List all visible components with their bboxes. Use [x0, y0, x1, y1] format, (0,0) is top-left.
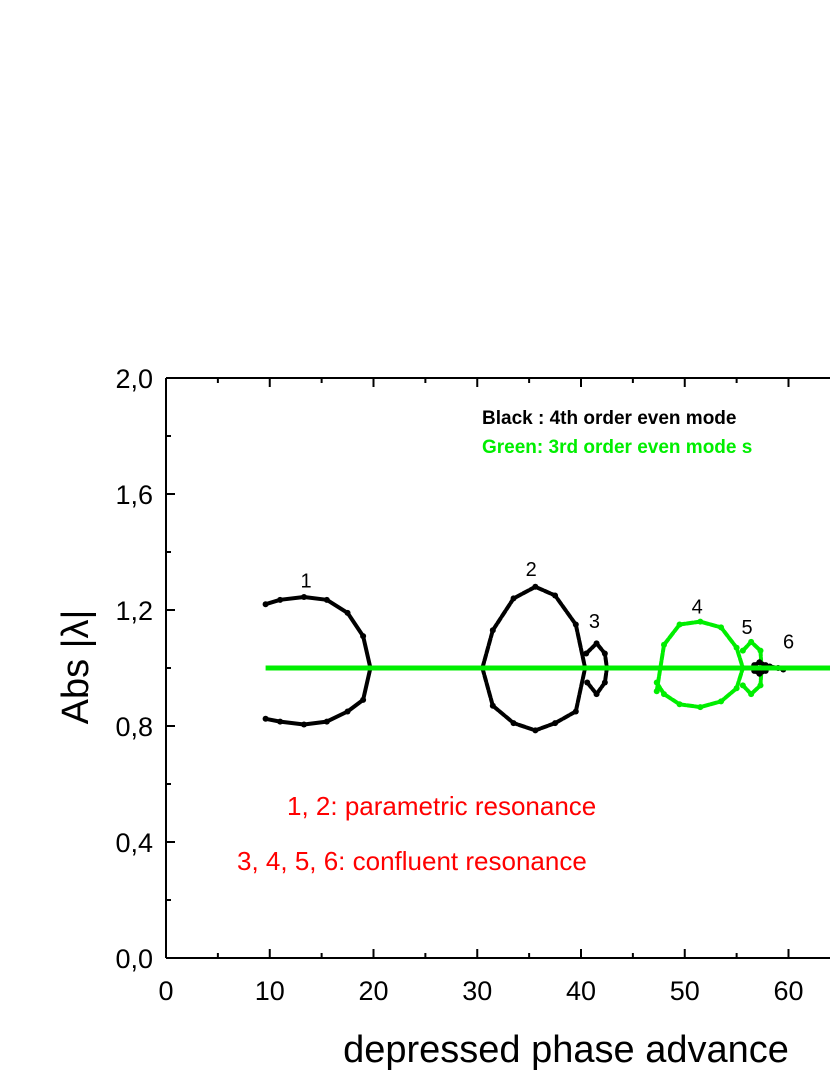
- annotation-confluent: 3, 4, 5, 6: confluent resonance: [237, 846, 587, 876]
- series-point: [552, 592, 559, 599]
- series-point: [572, 708, 579, 715]
- series-point: [748, 691, 755, 698]
- series-point: [756, 659, 763, 666]
- series-point: [718, 698, 725, 705]
- series-point: [572, 621, 579, 628]
- x-tick-label: 60: [773, 976, 803, 1006]
- legend-entry-black: Black : 4th order even mode: [482, 408, 736, 429]
- y-tick-label: 1,2: [115, 596, 153, 626]
- series-point: [601, 650, 608, 657]
- series-point: [583, 650, 590, 657]
- series-point: [593, 640, 600, 647]
- y-tick-label: 0,4: [115, 828, 153, 858]
- x-tick-label: 0: [158, 976, 173, 1006]
- series-point: [510, 595, 517, 602]
- series-point: [661, 641, 667, 648]
- y-tick-label: 1,6: [115, 480, 153, 510]
- tick-labels: 0 10 20 30 40 50 60 0,0 0,4 0,8 1,2 1,6 2,0: [115, 364, 803, 1006]
- series-point: [277, 718, 284, 725]
- series-point: [748, 638, 755, 645]
- series-point: [697, 704, 704, 711]
- series-point: [300, 593, 307, 600]
- resonance-label: 2: [526, 559, 537, 581]
- series-point: [718, 624, 725, 631]
- y-axis-title: Abs |λ|: [55, 610, 97, 725]
- series-point: [360, 633, 367, 640]
- series-point: [344, 609, 351, 616]
- resonance-labels: 1 2 3 4 5 6: [301, 559, 795, 654]
- x-axis-title: depressed phase advance: [343, 1029, 789, 1071]
- series-point: [739, 682, 746, 689]
- series-point: [300, 721, 307, 728]
- series-point: [489, 627, 496, 634]
- legend-entry-green: Green: 3rd order even mode s: [482, 437, 752, 458]
- series-point: [653, 679, 660, 686]
- series-point: [323, 596, 330, 603]
- series-point: [756, 670, 763, 677]
- resonance-label: 6: [783, 631, 794, 653]
- annotation-parametric: 1, 2: parametric resonance: [287, 791, 596, 821]
- resonance-label: 3: [589, 611, 600, 633]
- resonance-label: 1: [301, 571, 312, 593]
- series-point: [510, 720, 517, 727]
- series-point: [757, 682, 764, 689]
- series-point: [757, 647, 764, 654]
- series-point: [532, 727, 539, 734]
- x-tick-label: 10: [255, 976, 285, 1006]
- series-curve: [654, 619, 745, 710]
- series-point: [733, 644, 740, 651]
- series-point: [344, 708, 351, 715]
- series-point: [277, 596, 284, 603]
- series-point: [552, 720, 559, 727]
- series-point: [653, 688, 660, 695]
- series-point: [532, 583, 539, 590]
- y-tick-label: 0,8: [115, 712, 153, 742]
- x-tick-label: 20: [358, 976, 388, 1006]
- series-curve: [263, 595, 373, 727]
- series-point: [733, 685, 740, 692]
- series-point: [323, 718, 330, 725]
- series-point: [661, 691, 667, 698]
- x-tick-label: 40: [566, 976, 596, 1006]
- series-layer: [262, 583, 830, 734]
- series-point: [593, 691, 600, 698]
- series-point: [697, 618, 704, 625]
- axis-ticks: [165, 377, 790, 959]
- series-point: [676, 621, 683, 628]
- x-tick-label: 30: [462, 976, 492, 1006]
- y-tick-label: 2,0: [115, 364, 153, 394]
- resonance-label: 5: [741, 617, 752, 639]
- resonance-label: 4: [692, 597, 703, 619]
- series-curve: [480, 584, 588, 733]
- x-tick-label: 50: [670, 976, 700, 1006]
- series-point: [360, 696, 367, 703]
- series-point: [489, 702, 496, 709]
- y-tick-label: 0,0: [115, 944, 153, 974]
- series-point: [601, 679, 608, 686]
- series-point: [584, 679, 591, 686]
- series-point: [739, 647, 746, 654]
- series-point: [676, 701, 683, 708]
- series-point: [262, 715, 269, 722]
- series-point: [262, 601, 269, 608]
